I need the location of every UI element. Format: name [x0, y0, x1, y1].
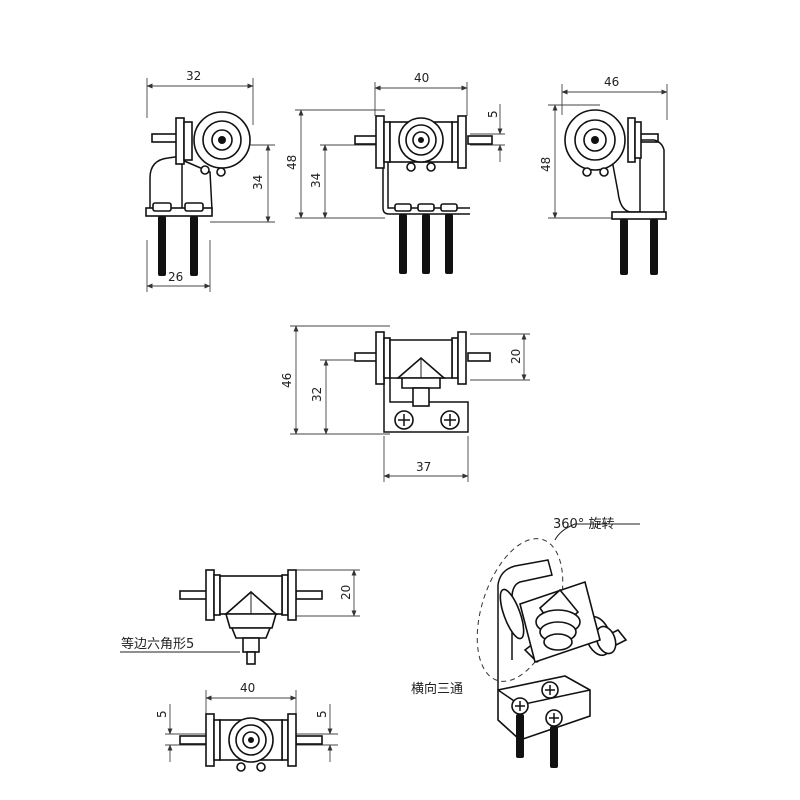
dim-d-inner-height: 32: [310, 387, 324, 402]
view-a-side: 32 34 26: [145, 69, 275, 292]
dim-f-width: 40: [240, 681, 255, 695]
view-b-front: 40 48 34 5: [285, 71, 505, 274]
dim-d-bottom-width: 37: [416, 460, 431, 474]
dim-c-height: 48: [539, 157, 553, 172]
tee-note: 横向三通: [411, 681, 463, 697]
view-c-side: 46 48: [539, 75, 668, 275]
view-d-front: 46 32 20 37: [280, 325, 530, 482]
dim-b-inner-height: 34: [309, 173, 323, 188]
view-g-isometric: 360° 旋转 横向三通: [411, 517, 640, 768]
dim-b-top-width: 40: [414, 71, 429, 85]
hex-note: 等边六角形5: [121, 636, 194, 652]
dim-b-outer-height: 48: [285, 155, 299, 170]
dim-f-right-offset: 5: [315, 710, 329, 718]
dim-a-height: 34: [251, 175, 265, 190]
dim-e-height: 20: [339, 585, 353, 600]
rotation-note: 360° 旋转: [553, 517, 614, 532]
dim-a-top-width: 32: [186, 69, 201, 83]
view-e-top: 20 等边六角形5: [120, 569, 360, 665]
dim-f-left-offset: 5: [155, 710, 169, 718]
dim-c-top-width: 46: [604, 75, 619, 89]
dim-b-offset: 5: [486, 110, 500, 118]
view-f-front: 40 5 5: [155, 681, 338, 772]
dim-d-outer-height: 46: [280, 373, 294, 388]
dim-a-bottom-width: 26: [168, 270, 183, 284]
dim-d-top-height: 20: [509, 349, 523, 364]
